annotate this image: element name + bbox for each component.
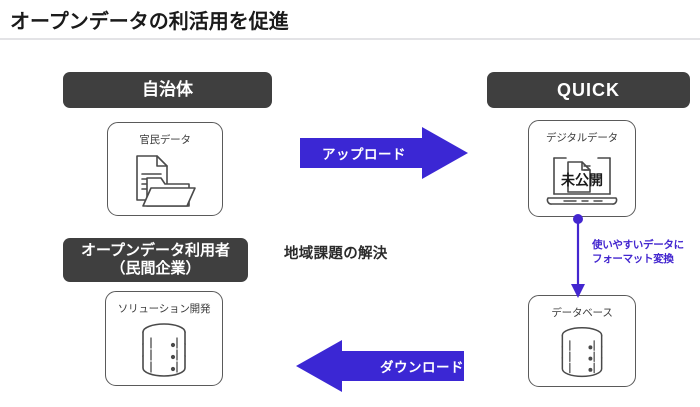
upload-arrow: アップロード [300, 127, 468, 179]
documents-folder-icon [108, 147, 222, 215]
center-caption: 地域課題の解決 [284, 246, 388, 262]
page-title: オープンデータの利活用を促進 [10, 11, 289, 33]
format-conversion-label-line1: 使いやすいデータに [592, 239, 684, 251]
title-divider [0, 38, 700, 40]
node-solution-development[interactable]: ソリューション開発 [105, 291, 223, 386]
node-kanmin-data-label: 官民データ [139, 134, 191, 146]
format-conversion-label: 使いやすいデータに フォーマット変換 [592, 238, 700, 266]
node-digital-data-label: デジタルデータ [546, 132, 618, 144]
node-database[interactable]: データベース [528, 295, 636, 387]
node-kanmin-data[interactable]: 官民データ [107, 122, 223, 216]
node-database-label: データベース [551, 307, 613, 319]
arrow-left-shape [296, 340, 464, 392]
unpublished-badge-text: 未公開 [561, 172, 603, 188]
arrow-right-shape [300, 127, 468, 179]
download-arrow: ダウンロード [296, 340, 464, 392]
open-data-user-header-line1: オープンデータ利用者 [80, 242, 231, 259]
node-digital-data[interactable]: デジタルデータ 未公開 [528, 120, 636, 217]
format-conversion-arrow [566, 214, 590, 300]
open-data-user-header-line2: （民間企業） [110, 260, 201, 277]
municipality-header-label: 自治体 [142, 80, 193, 100]
quick-header-label: QUICK [557, 79, 620, 100]
open-data-user-header-pill: オープンデータ利用者 （民間企業） [63, 238, 248, 282]
municipality-header-pill: 自治体 [63, 72, 272, 108]
database-cylinder-icon [529, 320, 635, 386]
database-cylinder-icon [106, 316, 222, 385]
quick-header-pill: QUICK [487, 72, 690, 108]
node-solution-development-label: ソリューション開発 [117, 303, 211, 315]
arrow-down-shape [571, 214, 585, 298]
laptop-document-icon: 未公開 [529, 145, 635, 216]
format-conversion-label-line2: フォーマット変換 [592, 253, 674, 266]
